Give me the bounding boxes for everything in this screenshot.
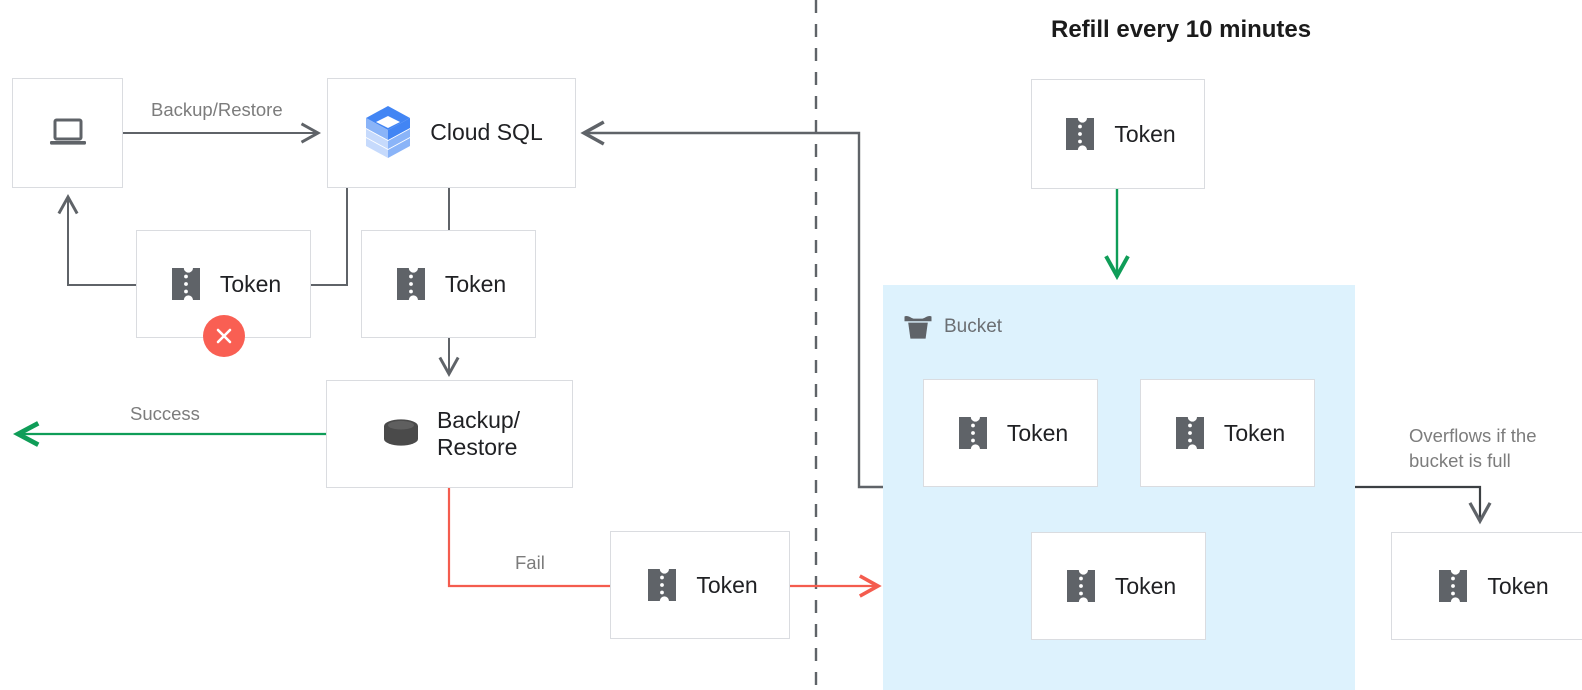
token-icon — [171, 268, 200, 300]
token-label: Token — [1114, 572, 1177, 599]
token-icon — [1175, 417, 1204, 449]
token-icon — [396, 268, 425, 300]
backup-restore[interactable]: Backup/ Restore — [326, 380, 573, 488]
edge-bucket-to-cloudsql — [580, 120, 883, 489]
cloud-sql-icon — [366, 106, 411, 158]
database-icon — [383, 419, 418, 446]
token-bucket-1[interactable]: Token — [923, 379, 1098, 487]
token-label: Token — [1006, 419, 1069, 446]
token-overflow[interactable]: Token — [1391, 532, 1582, 640]
edge-token-rejected-to-client — [57, 193, 136, 286]
client-device[interactable] — [12, 78, 123, 188]
token-bucket-3[interactable]: Token — [1031, 532, 1206, 640]
backup-restore-label: Backup/ Restore — [436, 406, 521, 460]
token-label: Token — [219, 270, 282, 297]
edge-backup-fail — [447, 488, 610, 588]
edge-cloudsql-to-token-rejected — [311, 188, 348, 286]
token-label: Token — [1487, 572, 1549, 599]
edge-label-fail: Fail — [515, 552, 545, 573]
edge-bucket-overflow — [1355, 485, 1492, 525]
token-label: Token — [444, 270, 507, 297]
edge-label-overflow: Overflows if the bucket is full — [1409, 425, 1537, 471]
edge-label-success: Success — [130, 403, 200, 424]
laptop-icon — [49, 118, 86, 145]
cloud-sql-label: Cloud SQL — [430, 119, 543, 146]
bucket-icon — [904, 316, 932, 339]
token-refill[interactable]: Token — [1031, 79, 1205, 189]
cloud-sql[interactable]: Cloud SQL — [327, 78, 576, 188]
edge-label-backup-restore: Backup/Restore — [151, 99, 283, 120]
token-label: Token — [1114, 120, 1176, 147]
bucket-label: Bucket — [944, 316, 1003, 337]
bucket-tag: Bucket — [902, 312, 1002, 342]
token-icon — [648, 569, 677, 601]
page-title: Refill every 10 minutes — [1051, 16, 1312, 43]
token-label: Token — [1223, 419, 1286, 446]
token-bucket-2[interactable]: Token — [1140, 379, 1315, 487]
token-icon — [1439, 570, 1468, 602]
error-x-icon — [203, 315, 245, 357]
token-request[interactable]: Token — [361, 230, 536, 338]
token-icon — [1066, 570, 1095, 602]
close-icon — [216, 328, 232, 344]
token-fail[interactable]: Token — [610, 531, 790, 639]
token-icon — [1066, 118, 1095, 150]
token-label: Token — [696, 571, 758, 598]
token-icon — [958, 417, 987, 449]
